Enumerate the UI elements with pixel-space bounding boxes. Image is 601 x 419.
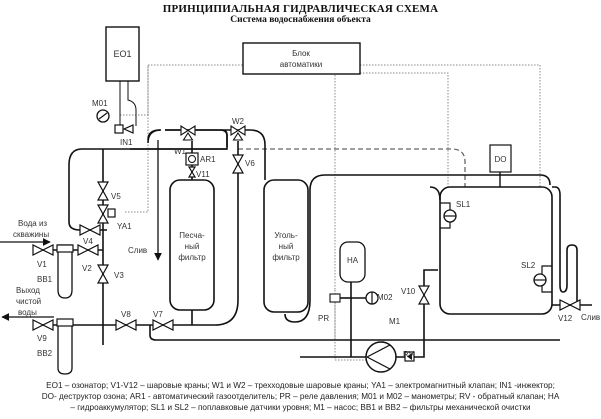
legend-line-3: – гидроаккумулятор; SL1 и SL2 – поплавко… xyxy=(70,403,531,412)
gas-separator-ar1-icon xyxy=(185,152,199,166)
sand-filter-tank xyxy=(169,179,215,311)
v9-label: V9 xyxy=(37,334,47,343)
inlet-label-2: скважины xyxy=(13,230,49,239)
diagram-title: ПРИНЦИПИАЛЬНАЯ ГИДРАВЛИЧЕСКАЯ СХЕМА xyxy=(162,3,439,15)
m02-label: M02 xyxy=(377,293,393,302)
bb2-label: BB2 xyxy=(37,349,53,358)
pressure-relay-pr-icon xyxy=(329,293,341,303)
v11-label: V11 xyxy=(196,170,210,179)
sand-filter-label-2: ный xyxy=(185,242,200,251)
eo1-label: EO1 xyxy=(113,49,131,59)
legend-line-2: DO- деструктор озона; AR1 - автоматическ… xyxy=(41,392,560,401)
w2-label: W2 xyxy=(232,117,245,126)
v6-label: V6 xyxy=(245,159,255,168)
valve-v5-icon[interactable] xyxy=(96,181,110,201)
do-label: DO xyxy=(495,155,507,164)
m01-label: M01 xyxy=(92,99,108,108)
control-unit xyxy=(242,42,361,75)
valve-v11-icon[interactable] xyxy=(187,166,197,178)
control-unit-label-1: Блок xyxy=(292,49,310,58)
sand-filter-label-3: фильтр xyxy=(178,253,206,262)
v7-label: V7 xyxy=(153,310,163,319)
v4-label: V4 xyxy=(83,237,93,246)
valve-v10-icon[interactable] xyxy=(417,285,431,305)
mechanical-filter-bb1 xyxy=(56,244,74,299)
valve-v4-icon[interactable] xyxy=(79,224,101,236)
in1-label: IN1 xyxy=(120,138,133,147)
ya1-label: YA1 xyxy=(117,222,132,231)
ar1-label: AR1 xyxy=(200,155,216,164)
v10-label: V10 xyxy=(401,287,416,296)
legend-line-1: EO1 – озонатор; V1-V12 – шаровые краны; … xyxy=(46,381,555,390)
solenoid-valve-ya1-icon[interactable] xyxy=(96,204,110,224)
mechanical-filter-bb2 xyxy=(56,318,74,375)
ozone-line xyxy=(238,148,466,187)
injector-in1-icon xyxy=(114,124,134,134)
hydroaccumulator-ha xyxy=(339,241,366,283)
v5-label: V5 xyxy=(111,192,121,201)
three-way-valve-w1-icon[interactable] xyxy=(180,124,196,141)
valve-v6-icon[interactable] xyxy=(231,154,245,174)
sl2-label: SL2 xyxy=(521,261,536,270)
ozonator-eo1 xyxy=(105,26,140,82)
manometer-m02-icon xyxy=(365,291,379,305)
control-unit-label-2: автоматики xyxy=(280,60,322,69)
outlet-label-3: воды xyxy=(18,308,37,317)
sl1-label: SL1 xyxy=(456,200,471,209)
pr-label: PR xyxy=(318,314,329,323)
carbon-filter-label-1: Уголь- xyxy=(274,231,298,240)
w1-label: W1 xyxy=(174,147,187,156)
carbon-filter-tank xyxy=(263,179,309,313)
sand-filter-label-1: Песча- xyxy=(179,231,205,240)
carbon-filter-label-3: фильтр xyxy=(272,253,300,262)
rv-label: RV xyxy=(403,350,415,359)
pump-m1 xyxy=(365,341,397,373)
valve-v8-icon[interactable] xyxy=(115,319,137,331)
inlet-label-1: Вода из xyxy=(18,219,47,228)
ha-label: HA xyxy=(347,256,359,265)
m1-label: M1 xyxy=(389,317,401,326)
storage-tank xyxy=(439,186,553,315)
valve-v1-icon[interactable] xyxy=(32,244,54,256)
valve-v12-icon[interactable] xyxy=(559,299,581,311)
outlet-label-1: Выход xyxy=(16,286,40,295)
v1-label: V1 xyxy=(37,260,47,269)
valve-v3-icon[interactable] xyxy=(96,264,110,284)
bb1-label: BB1 xyxy=(37,275,53,284)
v2-label: V2 xyxy=(82,264,92,273)
drain-right-label: Слив xyxy=(581,313,600,322)
v3-label: V3 xyxy=(114,271,124,280)
v12-label: V12 xyxy=(558,314,573,323)
valve-v7-icon[interactable] xyxy=(152,319,174,331)
three-way-valve-w2-icon[interactable] xyxy=(230,124,246,141)
level-sensor-sl2-icon xyxy=(533,265,552,293)
v8-label: V8 xyxy=(121,310,131,319)
legend: EO1 – озонатор; V1-V12 – шаровые краны; … xyxy=(0,380,601,413)
check-valve-rv-icon xyxy=(404,351,415,362)
drain-left-label: Слив xyxy=(128,246,147,255)
valve-v9-icon[interactable] xyxy=(32,319,54,331)
level-sensor-sl1-icon xyxy=(440,202,457,229)
outlet-label-2: чистой xyxy=(16,297,41,306)
carbon-filter-label-2: ный xyxy=(279,242,294,251)
valve-v2-icon[interactable] xyxy=(77,244,99,256)
diagram-subtitle: Система водоснабжения объекта xyxy=(230,15,371,25)
manometer-m01-icon xyxy=(96,109,110,123)
